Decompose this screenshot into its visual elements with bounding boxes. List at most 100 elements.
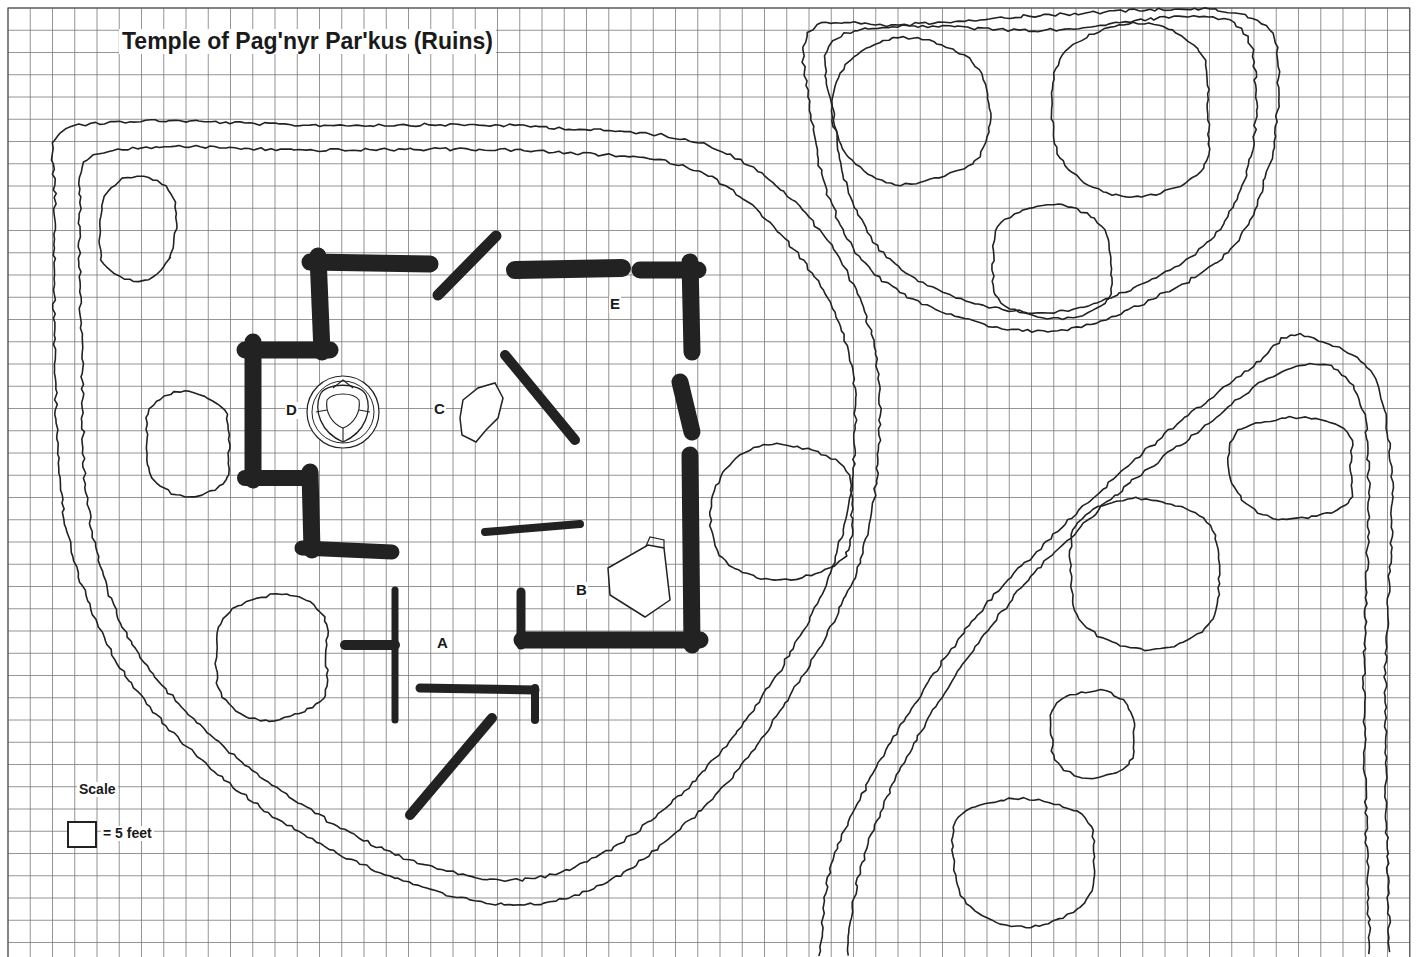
grid-line	[8, 942, 1410, 943]
grid-line	[519, 8, 520, 957]
grid-line	[8, 230, 1410, 231]
grid-line	[1120, 8, 1121, 957]
island-inner-edge	[78, 145, 857, 881]
scale-square	[68, 822, 96, 847]
ruined-wall	[438, 236, 496, 295]
grid-line	[1320, 8, 1321, 957]
grid-line	[8, 653, 1410, 654]
grid-line	[8, 786, 1410, 787]
grid-line	[8, 720, 1410, 721]
ruined-wall	[505, 355, 575, 440]
ruined-wall	[318, 256, 322, 352]
grid-line	[97, 8, 98, 957]
grid-line	[8, 186, 1410, 187]
ruined-wall	[690, 455, 692, 645]
island-inner-edge	[824, 16, 1257, 314]
grid-line	[8, 119, 1410, 120]
rubble-mound	[992, 204, 1112, 319]
grid-line	[386, 8, 387, 957]
island-outer-edge	[802, 8, 1280, 332]
island-outer-edge	[819, 334, 1394, 956]
scale-text: = 5 feet	[101, 826, 154, 841]
ruined-wall	[245, 342, 262, 480]
grid-line	[1142, 8, 1143, 957]
grid-line	[8, 875, 1410, 876]
rubble-mound	[99, 176, 177, 281]
ruined-wall	[680, 382, 692, 432]
ruined-wall	[302, 548, 392, 552]
ruined-wall	[420, 688, 535, 690]
grid-line	[1343, 8, 1344, 957]
ruined-wall	[245, 470, 305, 486]
grid-line	[1276, 8, 1277, 957]
grid-line	[8, 608, 1410, 609]
grid-line	[831, 8, 832, 957]
grid-line	[1053, 8, 1054, 957]
grid-line	[8, 341, 1410, 342]
island-inner-edge	[848, 364, 1371, 956]
grid-line	[30, 8, 31, 957]
grid-line	[1098, 8, 1099, 957]
ruined-wall	[517, 592, 526, 645]
grid-line	[364, 8, 365, 957]
grid-line	[8, 497, 1410, 498]
grid-line	[586, 8, 587, 957]
grid-line	[987, 8, 988, 957]
map-title: Temple of Pag'nyr Par'kus (Ruins)	[119, 29, 496, 54]
ruined-wall	[345, 640, 395, 650]
grid-line	[8, 319, 1410, 320]
rubble-mound	[215, 594, 328, 722]
grid-line	[8, 519, 1410, 520]
rubble-mound	[1051, 22, 1209, 197]
ruined-wall	[485, 524, 580, 532]
rubble-mound	[146, 391, 230, 497]
ruined-wall	[515, 268, 622, 270]
grid-line	[1076, 8, 1077, 957]
grid-line	[8, 97, 1410, 98]
grid-line	[8, 453, 1410, 454]
fallen-block	[608, 545, 670, 617]
ruined-wall	[310, 472, 312, 550]
grid-line	[1187, 8, 1188, 957]
grid-line	[8, 697, 1410, 698]
grid-line	[8, 74, 1410, 75]
grid-line	[8, 297, 1410, 298]
grid-line	[809, 8, 810, 957]
grid-line	[942, 8, 943, 957]
fallen-block	[646, 537, 664, 548]
grid-line	[8, 408, 1410, 409]
grid-line	[653, 8, 654, 957]
grid-line	[8, 386, 1410, 387]
grid-line	[8, 564, 1410, 565]
rubble-mound	[1050, 690, 1134, 779]
grid-line	[1165, 8, 1166, 957]
grid-line	[141, 8, 142, 957]
area-key-letter: E	[609, 296, 621, 313]
rubble-mound	[1069, 497, 1220, 650]
grid-line	[8, 809, 1410, 810]
grid-line	[1298, 8, 1299, 957]
grid-line	[8, 898, 1410, 899]
grid-line	[764, 8, 765, 957]
area-key-letter: C	[433, 401, 446, 418]
ruined-wall	[392, 590, 399, 720]
grid-line	[8, 542, 1410, 543]
grid-line	[8, 141, 1410, 142]
grid-line	[964, 8, 965, 957]
rubble-mound	[710, 443, 853, 580]
ruined-wall	[310, 262, 430, 264]
grid-line	[8, 475, 1410, 476]
scale-heading: Scale	[77, 782, 118, 797]
grid-line	[675, 8, 676, 957]
grid-line	[430, 8, 431, 957]
grid-line	[8, 586, 1410, 587]
grid-line	[608, 8, 609, 957]
ruined-wall	[690, 262, 692, 352]
grid-line	[786, 8, 787, 957]
area-key-letter: A	[436, 635, 449, 652]
grid-line	[920, 8, 921, 957]
grid-line	[1031, 8, 1032, 957]
statue	[307, 376, 379, 448]
grid-line	[631, 8, 632, 957]
